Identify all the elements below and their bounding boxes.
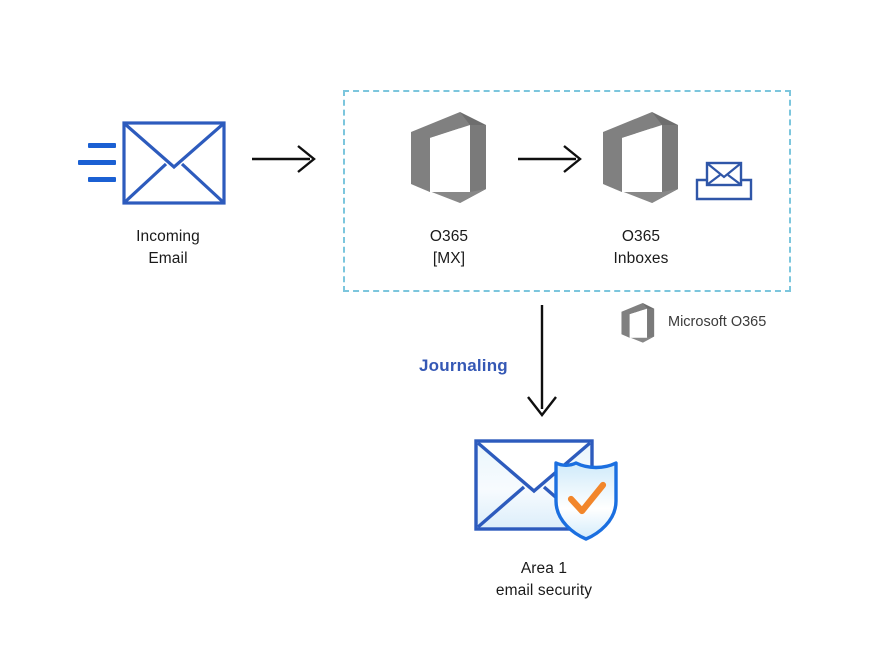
envelope-with-motion-lines-icon xyxy=(78,121,226,205)
envelope-fold-left xyxy=(124,162,168,203)
area1-label: Area 1 email security xyxy=(495,560,593,599)
office-365-cube-icon xyxy=(411,112,486,203)
o365-inboxes-icon-group xyxy=(600,112,682,204)
envelope-fold-right xyxy=(180,162,224,203)
arrow-mx-to-inboxes xyxy=(518,142,586,176)
area1-shield xyxy=(554,461,618,541)
office-365-cube-icon xyxy=(603,112,678,203)
envelope-flap xyxy=(124,123,224,170)
office-365-cube-icon xyxy=(621,303,655,343)
arrow-down-icon xyxy=(527,305,557,417)
area1-check-icon xyxy=(567,481,607,515)
o365-mx-icon-group xyxy=(408,112,490,204)
area1-icon-group xyxy=(472,435,632,545)
incoming-email-label: Incoming Email xyxy=(136,228,200,267)
inbox-envelope-flap xyxy=(707,163,741,179)
arrow-right-icon xyxy=(518,145,582,173)
area1-envelope-flap xyxy=(476,441,592,494)
journaling-edge-label: Journaling xyxy=(419,356,508,375)
o365-bottom-face xyxy=(411,184,486,203)
legend-icon-microsoft-o365 xyxy=(620,303,656,343)
o365-inboxes-label: O365 Inboxes xyxy=(613,228,669,267)
inbox-badge-group xyxy=(694,158,754,203)
motion-line-middle xyxy=(78,160,116,165)
incoming-email-icon-group xyxy=(78,118,228,213)
inbox-envelope-fold-left xyxy=(707,174,721,185)
o365-front-window xyxy=(622,125,662,192)
legend-label-microsoft-o365: Microsoft O365 xyxy=(668,314,767,330)
o365-front-band xyxy=(470,125,486,192)
arrow-inboxes-to-area1 xyxy=(518,305,566,420)
arrow-right-icon xyxy=(252,145,316,173)
o365-left-face xyxy=(603,112,662,192)
envelope-body xyxy=(122,121,226,205)
motion-line-top xyxy=(88,143,116,148)
o365-bottom-face xyxy=(621,334,655,343)
arrow-head xyxy=(527,396,557,417)
area1-envelope-fold-left xyxy=(476,485,526,529)
o365-front-window xyxy=(430,125,470,192)
o365-left-face xyxy=(411,112,470,192)
o365-mx-label: O365 [MX] xyxy=(429,228,469,267)
motion-line-bottom xyxy=(88,177,116,182)
arrow-incoming-to-mx xyxy=(252,142,320,176)
o365-bottom-face xyxy=(603,184,678,203)
arrow-head xyxy=(297,145,316,173)
o365-front-band xyxy=(662,125,678,192)
inbox-envelope-fold-right xyxy=(727,174,741,185)
o365-front-window xyxy=(629,308,648,338)
office-365-boundary-zone xyxy=(343,90,791,292)
inbox-tray-envelope-icon xyxy=(695,161,753,201)
o365-front-band xyxy=(647,308,655,338)
envelope-with-shield-check-icon xyxy=(474,439,618,541)
arrow-head xyxy=(563,145,582,173)
o365-left-face xyxy=(621,303,648,338)
